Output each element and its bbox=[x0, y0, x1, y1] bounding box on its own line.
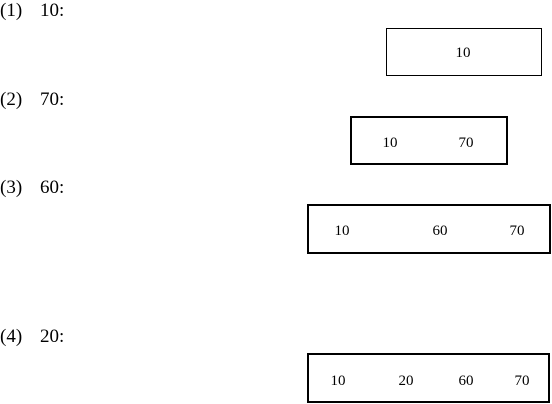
step-4-key-1: 10 bbox=[330, 373, 346, 389]
step-1-node: 10 bbox=[386, 28, 542, 76]
step-4-label: (4) 20: bbox=[0, 326, 64, 348]
step-3-node: 10 60 70 bbox=[307, 204, 551, 254]
step-3-key-1: 10 bbox=[334, 223, 350, 239]
step-2-label: (2) 70: bbox=[0, 89, 64, 111]
step-3-number: (3) bbox=[0, 177, 23, 198]
step-2-value: 70: bbox=[40, 89, 65, 110]
step-3-key-3: 70 bbox=[509, 223, 525, 239]
step-4-node: 10 20 60 70 bbox=[307, 353, 550, 403]
step-3-key-2: 60 bbox=[432, 223, 448, 239]
step-2-node: 10 70 bbox=[350, 116, 508, 165]
step-4-number: (4) bbox=[0, 326, 23, 347]
step-1-label: (1) 10: bbox=[0, 0, 64, 22]
step-3-label: (3) 60: bbox=[0, 177, 64, 199]
step-4-key-4: 70 bbox=[514, 373, 530, 389]
step-4-key-3: 60 bbox=[458, 373, 474, 389]
step-3-value: 60: bbox=[40, 177, 65, 198]
step-1-value: 10: bbox=[40, 0, 65, 21]
step-2-number: (2) bbox=[0, 89, 23, 110]
step-1-number: (1) bbox=[0, 0, 23, 21]
step-4-key-2: 20 bbox=[398, 373, 414, 389]
step-1-key-1: 10 bbox=[455, 45, 471, 61]
step-2-key-2: 70 bbox=[458, 135, 474, 151]
step-2-key-1: 10 bbox=[382, 135, 398, 151]
step-4-value: 20: bbox=[40, 326, 65, 347]
